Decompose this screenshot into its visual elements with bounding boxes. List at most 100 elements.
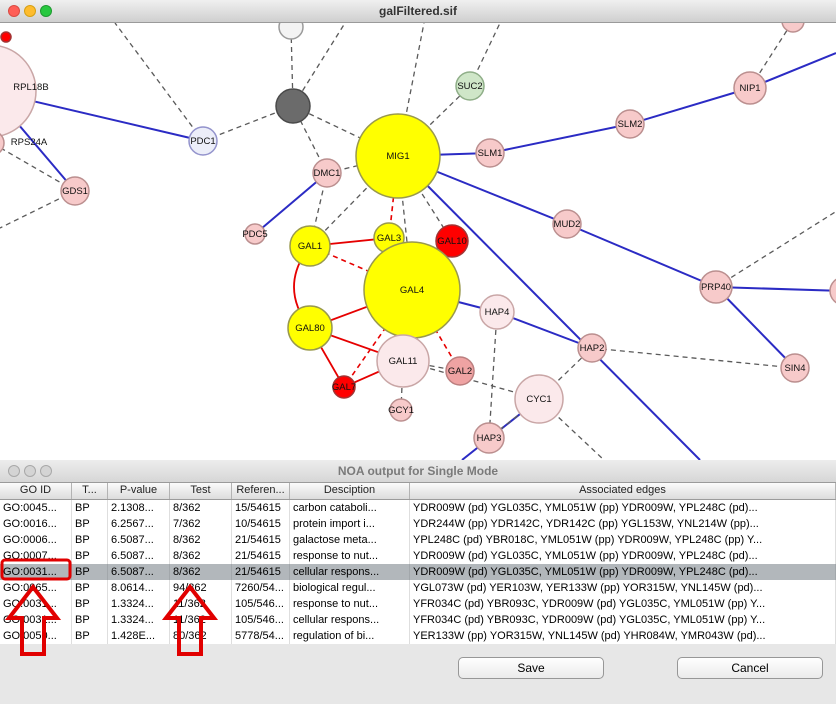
cell: BP xyxy=(72,596,108,612)
column-header-go-id[interactable]: GO ID xyxy=(0,483,72,499)
node-GAL80[interactable] xyxy=(287,305,333,351)
edge[interactable] xyxy=(397,155,453,242)
zoom-button[interactable] xyxy=(40,5,52,17)
node-HAP2[interactable] xyxy=(577,333,607,363)
node-GAL1[interactable] xyxy=(289,225,331,267)
edge[interactable] xyxy=(202,105,294,142)
node-PDC5[interactable] xyxy=(244,223,266,245)
node-GAL11[interactable] xyxy=(376,334,430,388)
column-header-desciption[interactable]: Desciption xyxy=(290,483,410,499)
column-header-test[interactable]: Test xyxy=(170,483,232,499)
edge[interactable] xyxy=(397,155,701,460)
node-RPS24A[interactable] xyxy=(0,131,5,155)
column-header-associated-edges[interactable]: Associated edges xyxy=(410,483,836,499)
node-label: RPS24A xyxy=(11,137,48,148)
cell: BP xyxy=(72,532,108,548)
node-GAL7[interactable] xyxy=(332,375,356,399)
node-HAP4[interactable] xyxy=(479,294,515,330)
node[interactable] xyxy=(829,277,836,305)
node-DMC1[interactable] xyxy=(312,158,342,188)
node-label: GAL11 xyxy=(389,356,418,367)
node-HAP3[interactable] xyxy=(473,422,505,454)
network-window-titlebar[interactable]: galFiltered.sif xyxy=(0,0,836,23)
cancel-button[interactable]: Cancel xyxy=(677,657,823,679)
node-MIG1[interactable] xyxy=(355,113,441,199)
edge[interactable] xyxy=(629,87,751,125)
node[interactable] xyxy=(0,31,12,43)
cell: 7260/54... xyxy=(232,580,290,596)
cell: YER133W (pp) YOR315W, YNL145W (pd) YHR08… xyxy=(410,628,836,644)
node-SLM2[interactable] xyxy=(615,109,645,139)
edge[interactable] xyxy=(254,172,328,235)
node-GAL10[interactable] xyxy=(435,224,469,258)
edge[interactable] xyxy=(566,223,717,288)
node-GAL2[interactable] xyxy=(445,356,475,386)
cell: protein import i... xyxy=(290,516,410,532)
cell: 105/546... xyxy=(232,612,290,628)
zoom-button-inactive[interactable] xyxy=(40,465,52,477)
node-NIP1[interactable] xyxy=(733,71,767,105)
node-GCY1[interactable] xyxy=(389,398,413,422)
node-PDC1[interactable] xyxy=(188,126,218,156)
cell: 11/362 xyxy=(170,612,232,628)
node-SIN4[interactable] xyxy=(780,353,810,383)
edge[interactable] xyxy=(489,123,631,154)
edge[interactable] xyxy=(488,311,498,439)
node-label: SUC2 xyxy=(457,81,482,92)
node-RPL18B[interactable] xyxy=(0,45,37,137)
cell: YDR244W (pp) YDR142C, YDR142C (pp) YGL15… xyxy=(410,516,836,532)
edge[interactable] xyxy=(715,286,796,369)
node[interactable] xyxy=(781,23,805,33)
edge[interactable] xyxy=(715,286,836,292)
node[interactable] xyxy=(275,88,311,124)
node-label: GCY1 xyxy=(388,405,414,416)
network-graph[interactable]: RPL18BRPS24AGDS1PDC1DMC1MIG1SUC2SLM1SLM2… xyxy=(0,23,836,460)
minimize-button[interactable] xyxy=(24,5,36,17)
save-button[interactable]: Save xyxy=(458,657,604,679)
edge[interactable] xyxy=(591,347,796,369)
cell: 105/546... xyxy=(232,596,290,612)
node[interactable] xyxy=(278,23,304,40)
cell: 6.5087... xyxy=(108,532,170,548)
node-SLM1[interactable] xyxy=(475,138,505,168)
node-GDS1[interactable] xyxy=(60,176,90,206)
noa-window-titlebar[interactable]: NOA output for Single Mode xyxy=(0,460,836,483)
close-button[interactable] xyxy=(8,5,20,17)
node-label: DMC1 xyxy=(314,168,341,179)
edge[interactable] xyxy=(538,398,605,460)
node-MUD2[interactable] xyxy=(552,209,582,239)
cell: YGL073W (pd) YER103W, YER133W (pp) YOR31… xyxy=(410,580,836,596)
column-header-referen[interactable]: Referen... xyxy=(232,483,290,499)
edge[interactable] xyxy=(397,85,471,157)
edge[interactable] xyxy=(0,143,76,192)
column-header-p-value[interactable]: P-value xyxy=(108,483,170,499)
node-label: GAL10 xyxy=(437,236,467,247)
cell: BP xyxy=(72,612,108,628)
edge[interactable] xyxy=(715,209,836,288)
node-PRP40[interactable] xyxy=(699,270,733,304)
edge[interactable] xyxy=(292,23,346,107)
close-button-inactive[interactable] xyxy=(8,465,20,477)
node-label: SIN4 xyxy=(784,363,805,374)
edge[interactable] xyxy=(114,23,204,142)
column-header-t[interactable]: T... xyxy=(72,483,108,499)
cell: YDR009W (pd) YGL035C, YML051W (pp) YDR00… xyxy=(410,548,836,564)
node-SUC2[interactable] xyxy=(455,71,485,101)
edge[interactable] xyxy=(292,105,399,157)
node-CYC1[interactable] xyxy=(514,374,564,424)
minimize-button-inactive[interactable] xyxy=(24,465,36,477)
cell: 8.0614... xyxy=(108,580,170,596)
